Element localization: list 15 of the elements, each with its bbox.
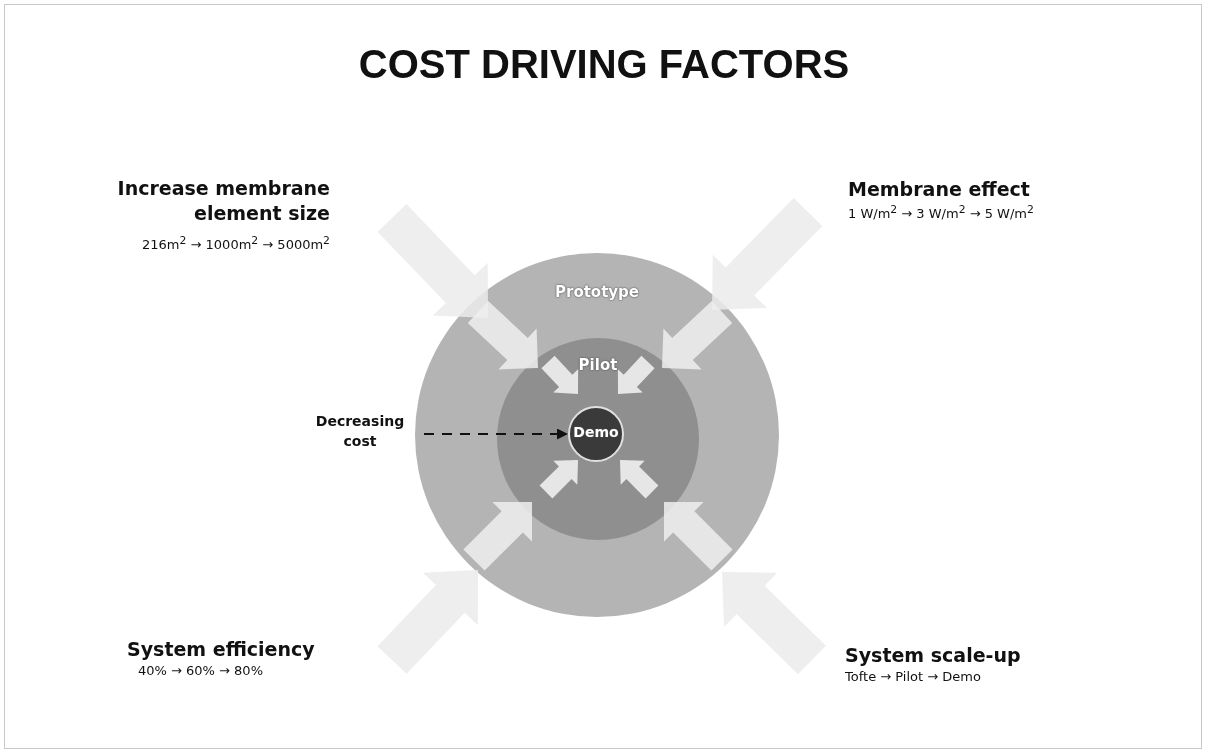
demo-circle	[568, 406, 624, 462]
decreasing-cost-text: Decreasing cost	[300, 411, 420, 457]
factor-values: Tofte → Pilot → Demo	[845, 669, 981, 684]
factor-values: 1 W/m$^{2}$ → 3 W/m$^{2}$ → 5 W/m$^{2}$	[848, 203, 1034, 222]
stage-label: Pilot	[578, 356, 618, 374]
factor-heading: System efficiency	[127, 638, 315, 660]
factor-values: 40% → 60% → 80%	[138, 663, 263, 678]
factor-values: 216m$^{2}$ → 1000m$^{2}$ → 5000m$^{2}$	[141, 233, 330, 255]
title: COST DRIVING FACTORS	[357, 42, 851, 87]
stage-label: Prototype	[555, 283, 639, 301]
dashed-arrow	[424, 428, 568, 440]
factor-heading: System scale-up	[845, 644, 1021, 666]
stage-label: Demo	[573, 424, 619, 440]
factor-heading: Membrane effect	[848, 178, 1030, 200]
factor-heading: Increase membrane element size	[116, 176, 330, 226]
